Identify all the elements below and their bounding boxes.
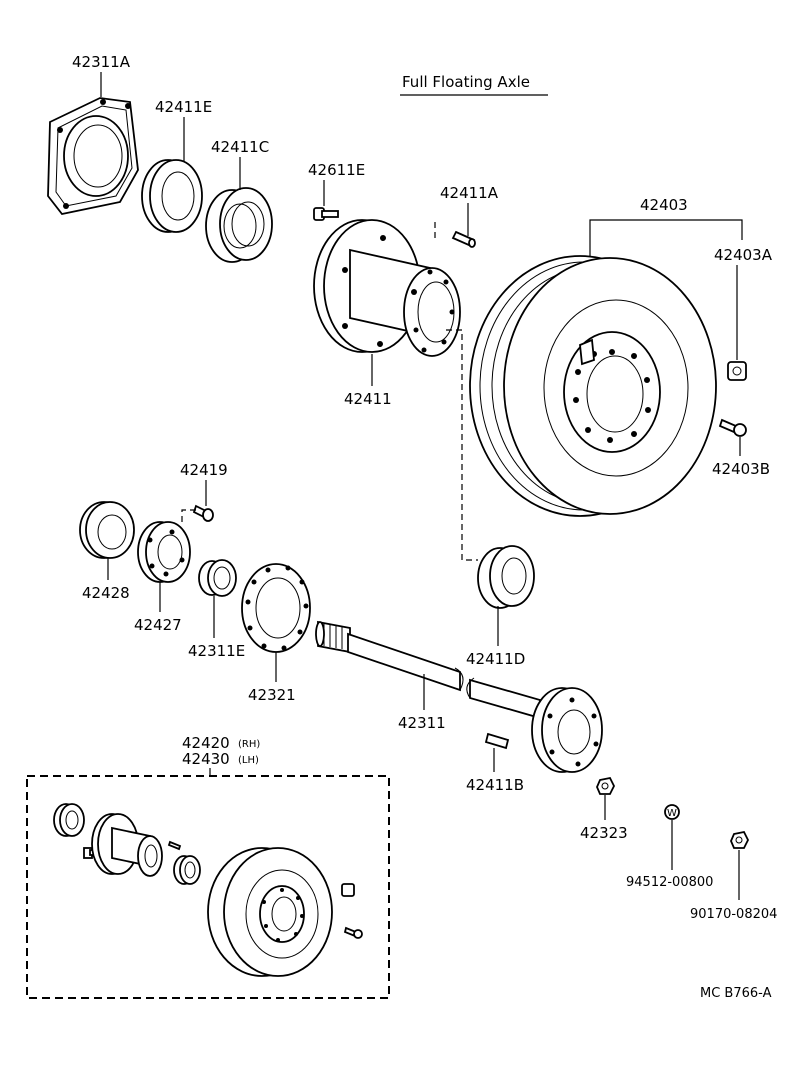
part-42428-gasket [79, 501, 135, 559]
label-42420: 42420 [182, 734, 230, 752]
part-42403-brake-drum [469, 255, 717, 517]
label-42323: 42323 [580, 824, 628, 842]
label-42411: 42411 [344, 390, 392, 408]
part-42411D-oil-seal [477, 545, 535, 609]
label-42411C: 42411C [211, 138, 269, 156]
part-42323-nut [596, 776, 616, 795]
part-42311A-retainer [47, 97, 139, 215]
label-42428: 42428 [82, 584, 130, 602]
label-42420-side: (RH) [238, 739, 260, 750]
diagram-title: Full Floating Axle [402, 73, 530, 91]
label-42427: 42427 [134, 616, 182, 634]
alignment-line-hub-to-seal [446, 329, 478, 561]
part-42411B-stud-bolt [484, 732, 510, 750]
label-42411B: 42411B [466, 776, 524, 794]
part-42311E-bearing [198, 559, 237, 597]
part-42403B-drum-screw [718, 418, 747, 437]
part-42321-axle-gasket [241, 563, 311, 653]
label-90170-08204: 90170-08204 [690, 907, 777, 922]
label-42403B: 42403B [712, 460, 770, 478]
label-42403: 42403 [640, 196, 688, 214]
label-42419: 42419 [180, 461, 228, 479]
part-42411E-oil-seal [141, 159, 203, 233]
diagram-code: MC B766-A [700, 986, 772, 1001]
part-94512-washer: W [664, 804, 680, 820]
part-42611E-hub-bolt [313, 207, 339, 221]
part-42411C-bearing [205, 187, 273, 263]
part-42419-screw [192, 504, 214, 522]
label-42430-side: (LH) [238, 755, 259, 766]
assembly-42420-box [26, 775, 390, 999]
part-42411-axle-hub [313, 219, 461, 357]
label-42321: 42321 [248, 686, 296, 704]
svg-text:W: W [667, 808, 677, 819]
label-42411E: 42411E [155, 98, 212, 116]
label-42311: 42311 [398, 714, 446, 732]
label-42403A: 42403A [714, 246, 773, 264]
part-42403A-hole-plug [727, 361, 747, 381]
label-42311E: 42311E [188, 642, 245, 660]
label-42411D: 42411D [466, 650, 525, 668]
label-42430: 42430 [182, 750, 230, 768]
part-42411A-pin [451, 230, 476, 248]
label-42311A: 42311A [72, 53, 131, 71]
alignment-line-screw [181, 509, 196, 522]
label-94512-00800: 94512-00800 [626, 875, 713, 890]
label-42611E: 42611E [308, 161, 365, 179]
part-90170-nut [730, 830, 750, 849]
part-42311-axle-shaft [315, 620, 603, 773]
label-42411A: 42411A [440, 184, 499, 202]
assembly-42420-hub-and-drum [53, 803, 363, 977]
leader-42403 [589, 219, 743, 256]
part-42427-bearing-case [137, 521, 191, 583]
